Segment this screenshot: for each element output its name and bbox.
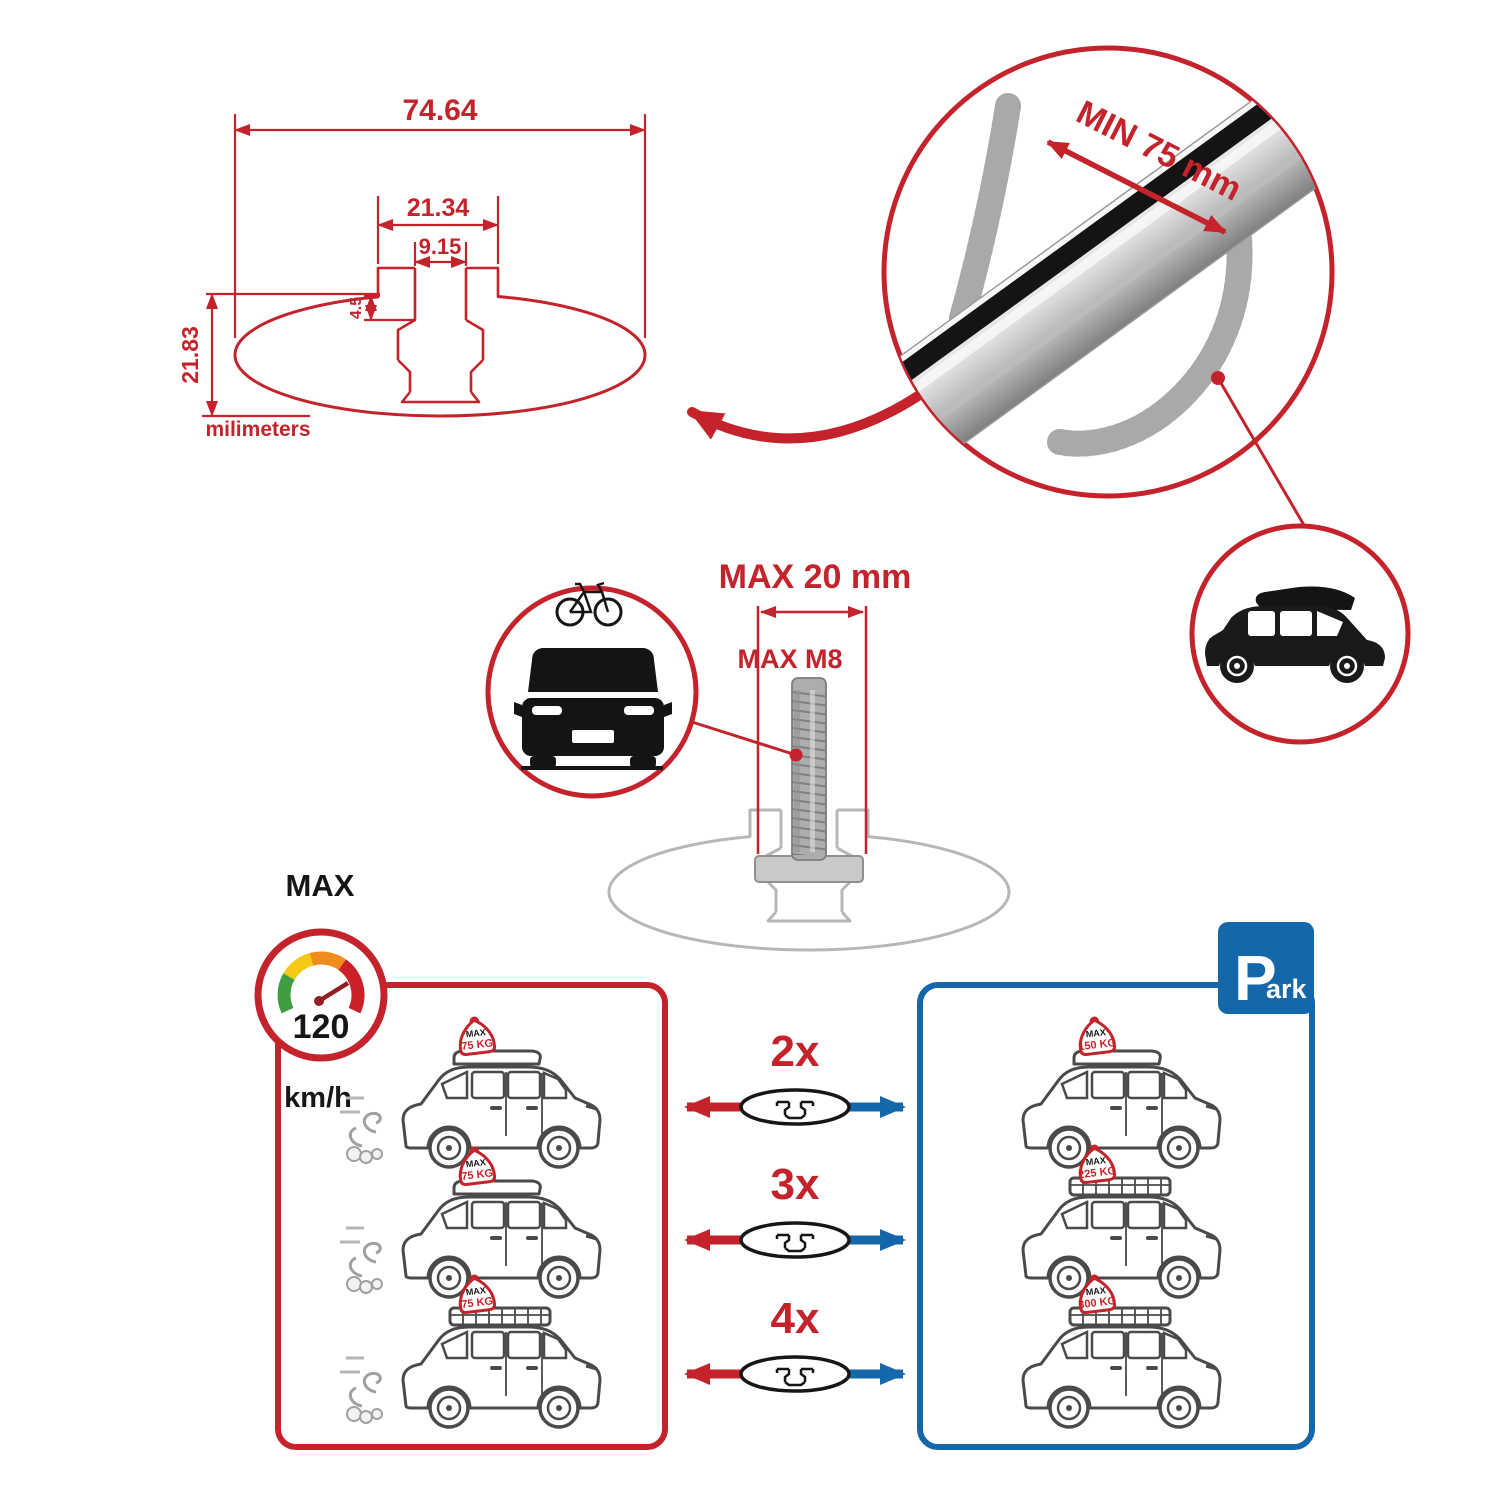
dim-slot-outer: 21.34	[407, 194, 470, 222]
speedometer-icon: 120	[254, 928, 388, 1062]
load-sign-value: 300 KG	[1078, 1295, 1117, 1312]
crossbar-section-icon	[739, 1088, 851, 1126]
multiplier-label: 3x	[771, 1160, 820, 1209]
suv-roofbox-icon	[1205, 586, 1385, 683]
load-sign-title: MAX	[1085, 1285, 1106, 1297]
load-sign-value: 225 KG	[1078, 1165, 1117, 1182]
load-sign: MAX 75 KG	[455, 1014, 497, 1057]
load-sign-title: MAX	[465, 1285, 486, 1297]
crossbar-section-icon	[739, 1221, 851, 1259]
park-sign-rest: ark	[1266, 974, 1308, 1004]
load-sign: MAX 150 KG	[1075, 1014, 1117, 1057]
load-sign-title: MAX	[465, 1027, 486, 1039]
load-sign: MAX 225 KG	[1075, 1142, 1117, 1185]
min-span-arrow	[1046, 139, 1227, 235]
bicycle-icon	[555, 581, 623, 627]
max-depth-label: MAX 20 mm	[719, 558, 912, 596]
load-sign-title: MAX	[1085, 1155, 1106, 1167]
dim-lip-depth: 4.5	[348, 297, 365, 319]
load-sign-value: 75 KG	[461, 1037, 494, 1053]
car-front-icon	[514, 648, 672, 768]
bolt-connector-line	[691, 720, 797, 757]
crossbar-section-icon	[739, 1355, 851, 1393]
bolt-icon	[791, 677, 827, 861]
multiplier-row-2x: 2x	[684, 1027, 906, 1126]
max-thread-label: MAX M8	[737, 644, 842, 674]
driving-car-row: MAX 75 KG	[338, 1144, 602, 1299]
load-sign-value: 75 KG	[461, 1167, 494, 1183]
pointer-arrow-icon	[687, 391, 923, 444]
load-sign-value: 75 KG	[461, 1295, 494, 1311]
multiplier-row-4x: 4x	[684, 1294, 906, 1393]
load-comparison-diagram: P ark MAX 120 km/h 2x 3x 4x	[254, 868, 1315, 1450]
parked-car-row: MAX 150 KG	[1021, 1014, 1222, 1169]
inset-connector-line	[1216, 377, 1310, 533]
dim-profile-height: 21.83	[177, 326, 203, 384]
load-sign-value: 150 KG	[1078, 1037, 1117, 1054]
bolt-spec-diagram: MAX 20 mm MAX M8	[485, 558, 1011, 952]
dim-slot-inner: 9.15	[419, 234, 462, 259]
parked-car-row: MAX 225 KG	[1021, 1142, 1222, 1299]
load-sign-title: MAX	[1085, 1027, 1106, 1039]
park-sign: P ark	[1218, 922, 1314, 1014]
crossbar-image	[884, 48, 1332, 496]
measuring-band-icon	[949, 93, 1253, 457]
parked-car-row: MAX 300 KG	[1021, 1272, 1222, 1429]
driving-car-row: MAX 75 KG	[338, 1272, 602, 1429]
profile-ellipse	[233, 292, 647, 418]
t-slot-profile	[376, 266, 500, 404]
multiplier-row-3x: 3x	[684, 1160, 906, 1259]
load-sign: MAX 75 KG	[455, 1144, 497, 1187]
multiplier-label: 4x	[771, 1294, 820, 1343]
crossbar-cross-section-diagram: 74.64 21.34 9.15 4.5 21.83 milimeters	[177, 94, 647, 441]
dimension-lines	[202, 114, 647, 418]
dim-total-width: 74.64	[402, 94, 477, 127]
multiplier-label: 2x	[771, 1027, 820, 1076]
driving-car-row: MAX 75 KG	[338, 1014, 602, 1169]
crossbar-photo-inset: MIN 75 mm	[687, 45, 1411, 745]
park-sign-letter: P	[1234, 942, 1277, 1014]
speed-value: 120	[293, 1008, 350, 1046]
speed-unit-label: km/h	[284, 1082, 352, 1114]
load-sign: MAX 75 KG	[455, 1272, 497, 1315]
bolt-dot	[789, 748, 803, 762]
load-sign-title: MAX	[465, 1157, 486, 1169]
bolt-dimension-lines	[756, 606, 868, 854]
gauge-max-label: MAX	[286, 868, 355, 903]
units-label: milimeters	[205, 418, 310, 441]
load-sign: MAX 300 KG	[1075, 1272, 1117, 1315]
